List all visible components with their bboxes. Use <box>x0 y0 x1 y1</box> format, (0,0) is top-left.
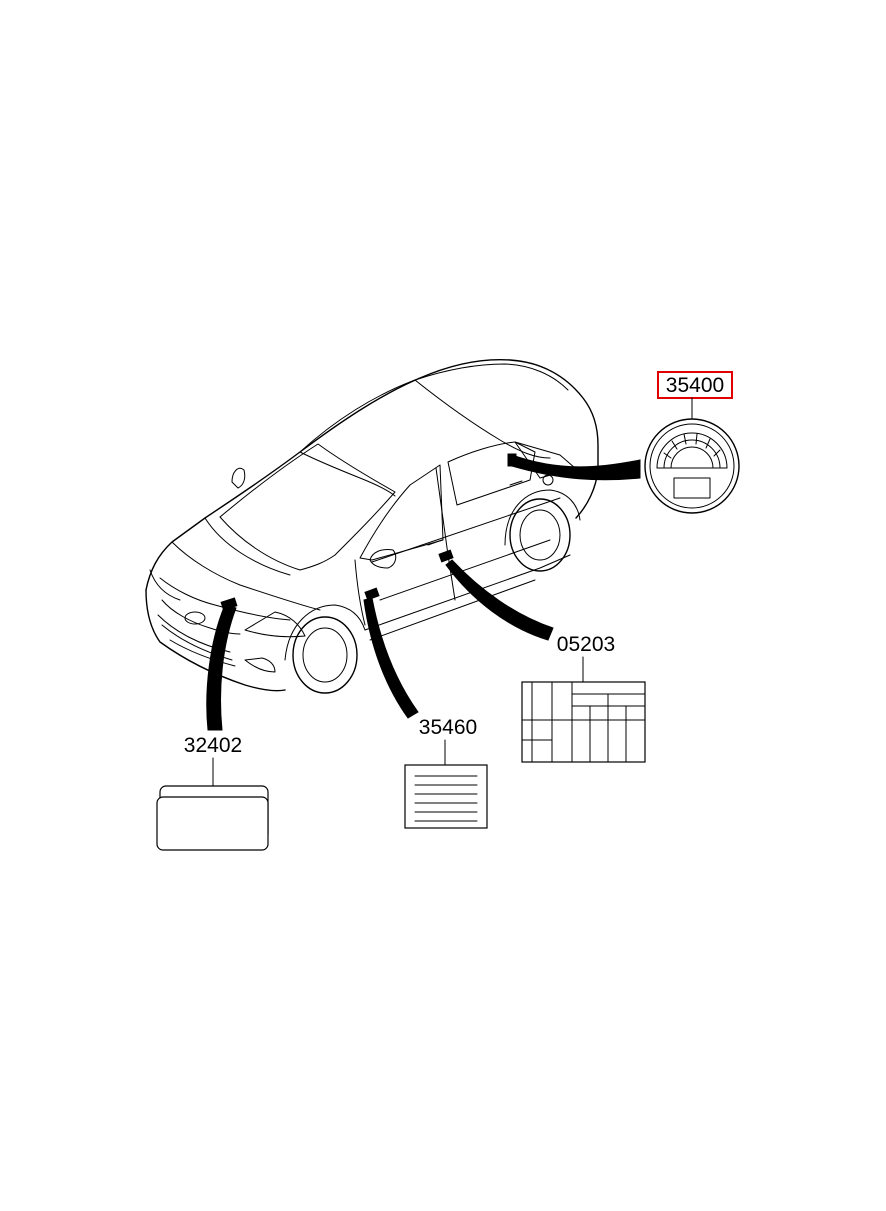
part-35400-number: 35400 <box>666 374 724 397</box>
gauge-label-icon <box>644 418 740 514</box>
part-35400[interactable]: 35400 <box>644 371 740 514</box>
lined-label-icon <box>404 764 488 829</box>
part-05203[interactable]: 05203 <box>521 633 646 763</box>
part-35460[interactable]: 35460 <box>404 716 488 829</box>
part-05203-number: 05203 <box>557 633 615 656</box>
part-35400-highlight-box <box>657 371 733 399</box>
part-32402-number: 32402 <box>184 734 242 757</box>
double-card-label-icon <box>156 785 269 851</box>
leader-lines <box>206 453 641 731</box>
part-32402[interactable]: 32402 <box>156 734 269 851</box>
part-35460-number: 35460 <box>419 716 477 739</box>
grid-table-label-icon <box>521 681 646 763</box>
